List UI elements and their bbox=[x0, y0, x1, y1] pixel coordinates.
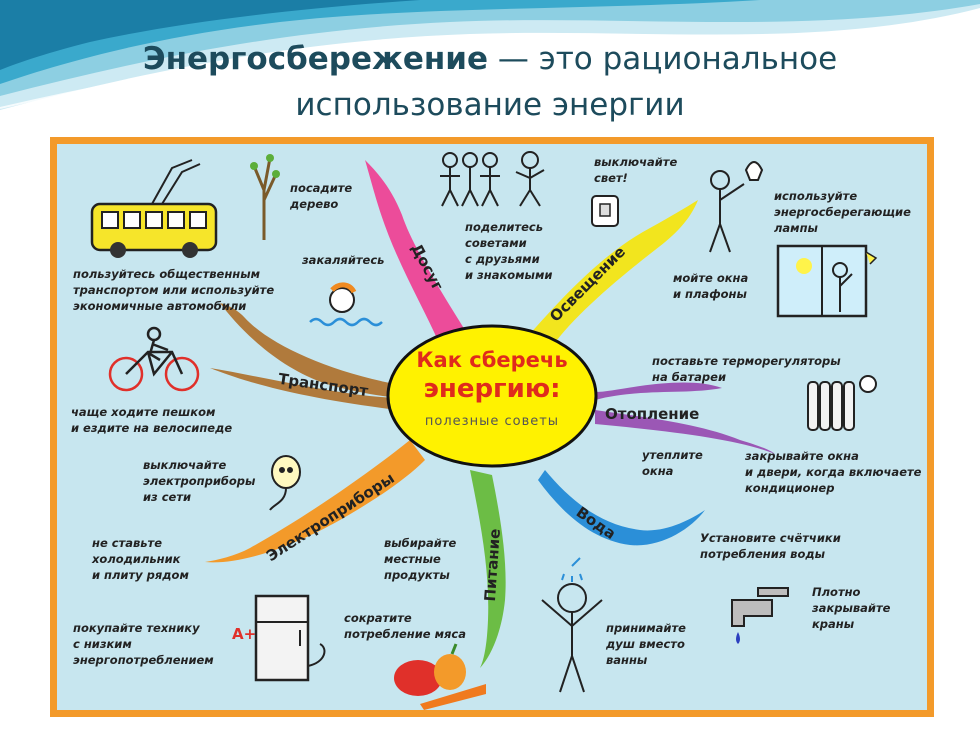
hub-ellipse bbox=[386, 324, 598, 468]
radiator-icon bbox=[807, 375, 877, 431]
bus-icon bbox=[90, 159, 218, 258]
note-use-lamps: используйте энергосберегающие лампы bbox=[774, 189, 911, 235]
note-harden: закаляйтесь bbox=[302, 253, 385, 267]
plug-icon bbox=[269, 455, 301, 511]
shower-person-icon bbox=[541, 557, 603, 693]
fridge-icon bbox=[254, 594, 326, 682]
note-plant-tree: посадите дерево bbox=[290, 181, 353, 211]
bicycle-icon bbox=[108, 326, 200, 392]
branch-label-heating: Отопление bbox=[605, 405, 700, 423]
note-share-tips: поделитесь советами с друзьями и знакомы… bbox=[465, 220, 553, 282]
hub: Как сберечь энергию: полезные советы bbox=[387, 326, 597, 468]
hub-line2: энергию: bbox=[423, 374, 561, 404]
title-bold: Энергосбережение bbox=[142, 41, 489, 77]
note-thermostats: поставьте терморегуляторы на батареи bbox=[652, 354, 841, 384]
swimmer-icon bbox=[309, 282, 383, 327]
title-line2: использование энергии bbox=[295, 87, 685, 123]
tree-icon bbox=[250, 154, 280, 240]
hub-line1: Как сберечь bbox=[416, 348, 568, 372]
branch-water bbox=[538, 470, 705, 546]
jumping-person-icon bbox=[515, 151, 545, 207]
note-unplug: выключайте электроприборы из сети bbox=[143, 458, 256, 504]
note-close-taps: Плотно закрывайте краны bbox=[812, 585, 891, 631]
note-water-meters: Установите счётчики потребления воды bbox=[700, 531, 841, 561]
note-close-windows: закрывайте окна и двери, когда включаете… bbox=[745, 449, 922, 495]
note-fridge-stove: не ставьте холодильник и плиту рядом bbox=[92, 536, 189, 582]
branch-food bbox=[470, 470, 506, 668]
mind-map bbox=[90, 151, 878, 710]
tap-icon bbox=[731, 587, 789, 644]
title-rest: — это рациональное bbox=[488, 41, 838, 77]
note-low-energy-tech: покупайте технику с низким энергопотребл… bbox=[73, 621, 214, 667]
light-switch-icon bbox=[591, 195, 619, 227]
fridge-energy-class: A+ bbox=[232, 625, 257, 643]
friends-icon bbox=[440, 152, 500, 207]
note-public-transport: пользуйтесь общественным транспортом или… bbox=[73, 267, 275, 313]
note-insulate: утеплите окна bbox=[642, 448, 703, 478]
person-lamp-icon bbox=[709, 161, 764, 253]
vegetables-icon bbox=[394, 643, 486, 710]
window-icon bbox=[776, 244, 878, 318]
note-local-food: выбирайте местные продукты bbox=[384, 536, 457, 582]
hub-line3: полезные советы bbox=[424, 414, 560, 429]
note-less-meat: сократите потребление мяса bbox=[344, 611, 466, 641]
branch-transport bbox=[210, 303, 400, 410]
header-wave bbox=[0, 0, 980, 110]
branch-appliances bbox=[205, 440, 425, 563]
note-wash-windows: мойте окна и плафоны bbox=[673, 271, 749, 301]
note-walk-cycle: чаще ходите пешком и ездите на велосипед… bbox=[71, 405, 233, 435]
note-shower: принимайте душ вместо ванны bbox=[606, 621, 686, 667]
page-title: Энергосбережение — это рациональное испо… bbox=[0, 36, 980, 128]
branch-leisure bbox=[365, 160, 470, 345]
branch-lighting bbox=[520, 200, 698, 352]
branch-heating bbox=[595, 382, 775, 454]
note-switch-off-light: выключайте свет! bbox=[594, 155, 678, 185]
